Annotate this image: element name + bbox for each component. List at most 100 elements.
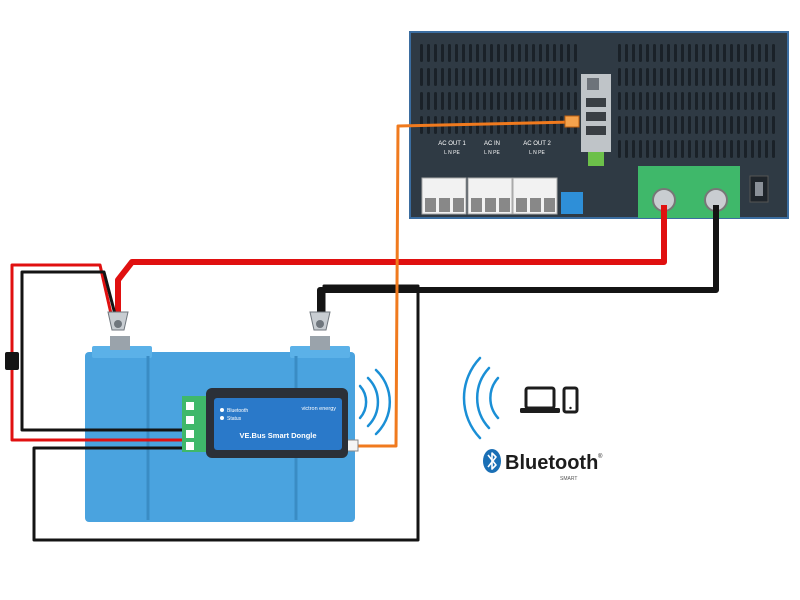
vent-slot xyxy=(639,140,642,158)
dongle-led-bluetooth: Bluetooth xyxy=(227,408,248,414)
ac-out-2-sublabel: L N PE xyxy=(529,150,545,156)
vent-slot xyxy=(618,92,621,110)
vent-slot xyxy=(674,44,677,62)
vent-slot xyxy=(420,68,423,86)
vent-slot xyxy=(511,68,514,86)
vent-slot xyxy=(560,116,563,134)
vent-slot xyxy=(625,116,628,134)
vent-slot xyxy=(751,92,754,110)
vent-slot xyxy=(511,116,514,134)
vent-slot xyxy=(553,44,556,62)
vent-slot xyxy=(660,44,663,62)
aux-connector xyxy=(588,152,604,166)
vent-slot xyxy=(546,44,549,62)
vent-slot xyxy=(653,92,656,110)
vent-slot xyxy=(667,92,670,110)
vent-slot xyxy=(674,116,677,134)
vent-slot xyxy=(504,68,507,86)
vent-slot xyxy=(765,92,768,110)
vent-slot xyxy=(532,44,535,62)
vent-slot xyxy=(462,92,465,110)
vent-slot xyxy=(653,68,656,86)
vent-slot xyxy=(553,68,556,86)
vent-slot xyxy=(758,68,761,86)
vent-slot xyxy=(490,92,493,110)
vent-slot xyxy=(667,116,670,134)
vent-slot xyxy=(525,92,528,110)
vent-slot xyxy=(455,92,458,110)
vent-slot xyxy=(632,140,635,158)
vent-slot xyxy=(758,116,761,134)
ac-in-label: AC IN xyxy=(484,141,500,147)
vent-slot xyxy=(462,44,465,62)
vent-slot xyxy=(632,92,635,110)
vent-slot xyxy=(667,140,670,158)
vent-slot xyxy=(646,92,649,110)
rj45-port xyxy=(586,98,606,107)
laptop-icon xyxy=(520,386,560,413)
vent-slot xyxy=(653,140,656,158)
smart-dongle: victron energy Bluetooth Status VE.Bus S… xyxy=(182,388,348,458)
vent-slot xyxy=(518,116,521,134)
vent-slot xyxy=(434,44,437,62)
vent-slot xyxy=(758,140,761,158)
vent-slot xyxy=(567,68,570,86)
vent-slot xyxy=(737,116,740,134)
vent-slot xyxy=(751,140,754,158)
vent-slot xyxy=(772,68,775,86)
vent-slot xyxy=(476,44,479,62)
dongle-positive-lead xyxy=(10,263,186,442)
vent-slot xyxy=(441,92,444,110)
vent-slot xyxy=(420,92,423,110)
vent-slot xyxy=(716,44,719,62)
vent-slot xyxy=(574,92,577,110)
vent-slot xyxy=(511,92,514,110)
bluetooth-signal-icon xyxy=(462,356,500,440)
dongle-title: VE.Bus Smart Dongle xyxy=(239,431,316,440)
vent-slot xyxy=(539,92,542,110)
vent-slot xyxy=(483,68,486,86)
vent-slot xyxy=(660,140,663,158)
vent-slot xyxy=(574,68,577,86)
vent-slot xyxy=(632,44,635,62)
vent-slot xyxy=(532,68,535,86)
vent-slot xyxy=(539,68,542,86)
wifi-signal-icon xyxy=(358,368,391,436)
vent-slot xyxy=(632,68,635,86)
vent-slot xyxy=(723,68,726,86)
vent-slot xyxy=(667,44,670,62)
vent-slot xyxy=(639,116,642,134)
dongle-label xyxy=(214,398,342,450)
switch xyxy=(587,78,599,90)
vent-slot xyxy=(618,140,621,158)
vent-slot xyxy=(716,68,719,86)
sense-cable xyxy=(32,284,420,542)
ac-out-2-label: AC OUT 2 xyxy=(523,141,551,147)
vent-slot xyxy=(625,68,628,86)
vent-slot xyxy=(681,116,684,134)
vent-slot xyxy=(532,92,535,110)
vent-slot xyxy=(744,44,747,62)
blue-connector xyxy=(561,192,583,214)
vent-slot xyxy=(744,68,747,86)
vent-slot xyxy=(560,68,563,86)
vent-slot xyxy=(772,116,775,134)
vent-slot xyxy=(546,68,549,86)
vent-slot xyxy=(427,68,430,86)
vent-slot xyxy=(497,92,500,110)
vent-slot xyxy=(532,116,535,134)
vent-slot xyxy=(525,116,528,134)
vent-slot xyxy=(448,44,451,62)
vent-slot xyxy=(469,92,472,110)
vent-slot xyxy=(667,68,670,86)
vent-slot xyxy=(469,44,472,62)
vent-slot xyxy=(730,140,733,158)
vent-slot xyxy=(709,44,712,62)
vent-slot xyxy=(448,92,451,110)
vent-slot xyxy=(681,140,684,158)
bluetooth-trademark: ® xyxy=(598,453,603,460)
vent-slot xyxy=(723,140,726,158)
vent-slot xyxy=(646,44,649,62)
vent-slot xyxy=(639,68,642,86)
vent-slot xyxy=(518,92,521,110)
